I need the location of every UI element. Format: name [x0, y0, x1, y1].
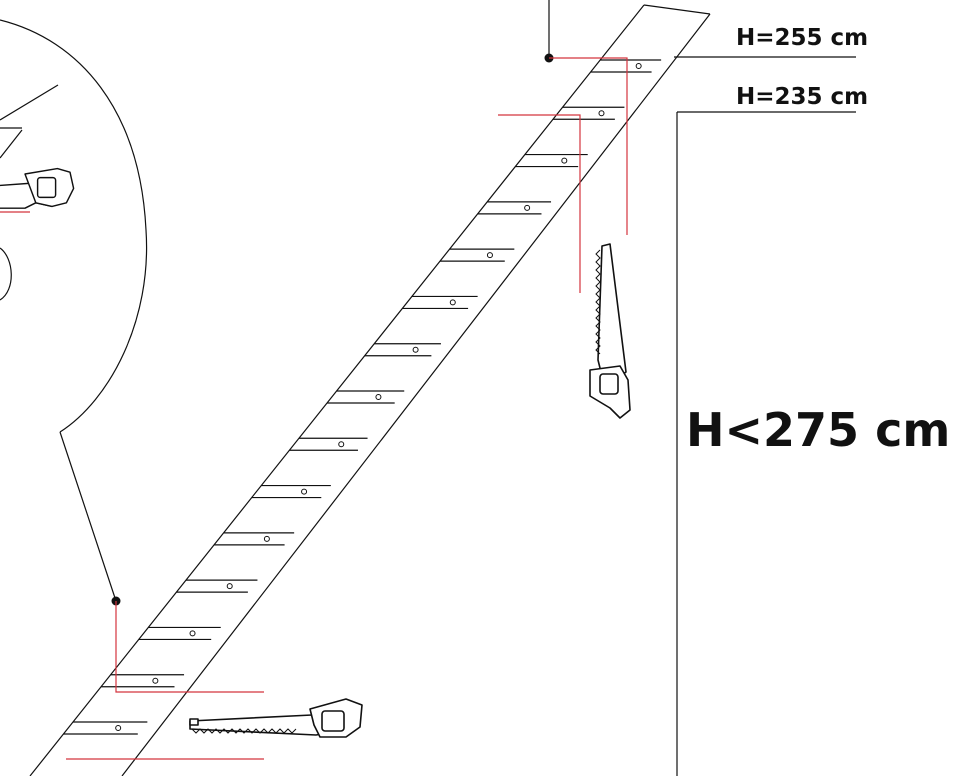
rung-bolt: [449, 299, 456, 306]
rung-bolt: [338, 441, 345, 448]
detail-callout-leader: [59, 431, 117, 602]
ladder: [29, 4, 711, 776]
ladder-top-edge: [643, 4, 711, 15]
height-label-235: H=235 cm: [736, 84, 868, 110]
rung-bolt: [301, 488, 308, 495]
rung-bolt: [115, 725, 122, 731]
detail-callout-circle: [0, 19, 148, 433]
rung-bolt: [226, 583, 233, 590]
rung-bolt: [486, 252, 493, 259]
detail-inner-arc: [0, 247, 12, 301]
hand-saw-icon: [589, 243, 631, 419]
rung-bolt: [561, 157, 568, 164]
cut-guides-top: [498, 57, 628, 293]
rung-bolt: [152, 677, 159, 684]
hand-saw-icon: [189, 698, 363, 738]
detail-ladder-rail: [0, 129, 23, 159]
rung-bolt: [635, 63, 642, 69]
detail-ladder-rail: [0, 84, 59, 121]
rung-bolt: [524, 204, 531, 211]
rung-bolt: [189, 630, 196, 637]
height-label-255: H=255 cm: [736, 25, 868, 51]
rung-bolt: [375, 394, 382, 400]
cut-guides-bottom: [66, 601, 264, 760]
ladder-rail-right: [121, 13, 711, 776]
rung-bolt: [412, 346, 419, 353]
rung-bolt: [598, 110, 605, 117]
height-label-max: H<275 cm: [686, 403, 950, 457]
rung-bolt: [263, 535, 270, 542]
hand-saw-icon: [0, 167, 75, 209]
